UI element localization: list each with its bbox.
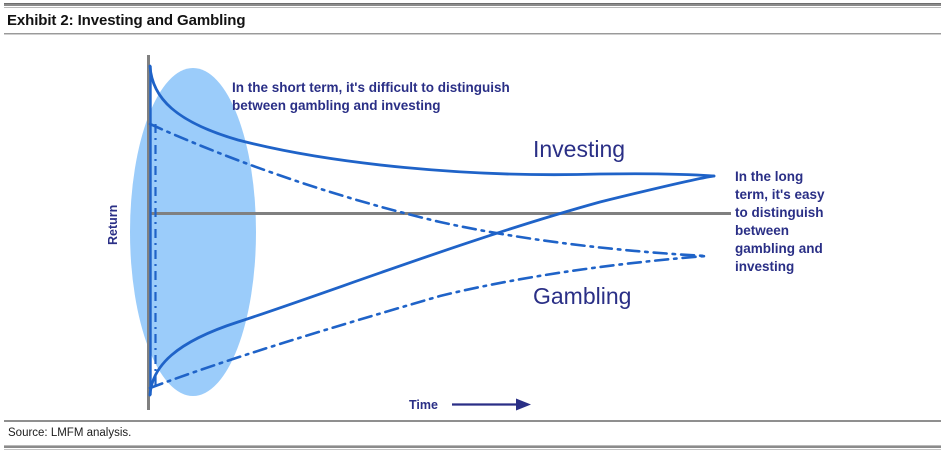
chart-svg: In the short term, it's difficult to dis… xyxy=(106,55,825,412)
long-term-note-line-1: In the long xyxy=(735,169,803,184)
series-label-investing: Investing xyxy=(533,136,625,162)
x-axis-label: Time xyxy=(409,398,438,412)
exhibit-title-bar: Exhibit 2: Investing and Gambling xyxy=(7,10,937,32)
series-label-gambling: Gambling xyxy=(533,283,631,309)
short-term-note-line-1: In the short term, it's difficult to dis… xyxy=(232,80,510,95)
long-term-note-line-3: to distinguish xyxy=(735,205,824,220)
investing-upper-curve xyxy=(148,64,716,178)
long-term-note-line-5: gambling and xyxy=(735,241,823,256)
long-term-note-line-6: investing xyxy=(735,259,794,274)
source-note: Source: LMFM analysis. xyxy=(8,427,132,439)
title-underline-rule xyxy=(4,33,941,35)
page-title: Exhibit 2: Investing and Gambling xyxy=(7,12,246,29)
investing-lower-curve xyxy=(148,174,716,397)
short-term-highlight-ellipse xyxy=(130,68,256,396)
bottom-rule-inner xyxy=(4,449,941,450)
top-rule-inner xyxy=(4,7,941,8)
x-axis-arrow-head xyxy=(516,398,531,411)
long-term-note-line-2: term, it's easy xyxy=(735,187,825,202)
source-top-rule xyxy=(4,420,941,422)
bottom-rule-outer xyxy=(4,445,941,448)
gambling-lower-curve xyxy=(148,254,708,390)
short-term-note-line-2: between gambling and investing xyxy=(232,98,441,113)
top-rule-outer xyxy=(4,3,941,6)
y-axis-label: Return xyxy=(106,205,120,245)
gambling-upper-curve xyxy=(148,122,708,258)
long-term-note-line-4: between xyxy=(735,223,789,238)
chart-plot-area: In the short term, it's difficult to dis… xyxy=(0,36,945,418)
